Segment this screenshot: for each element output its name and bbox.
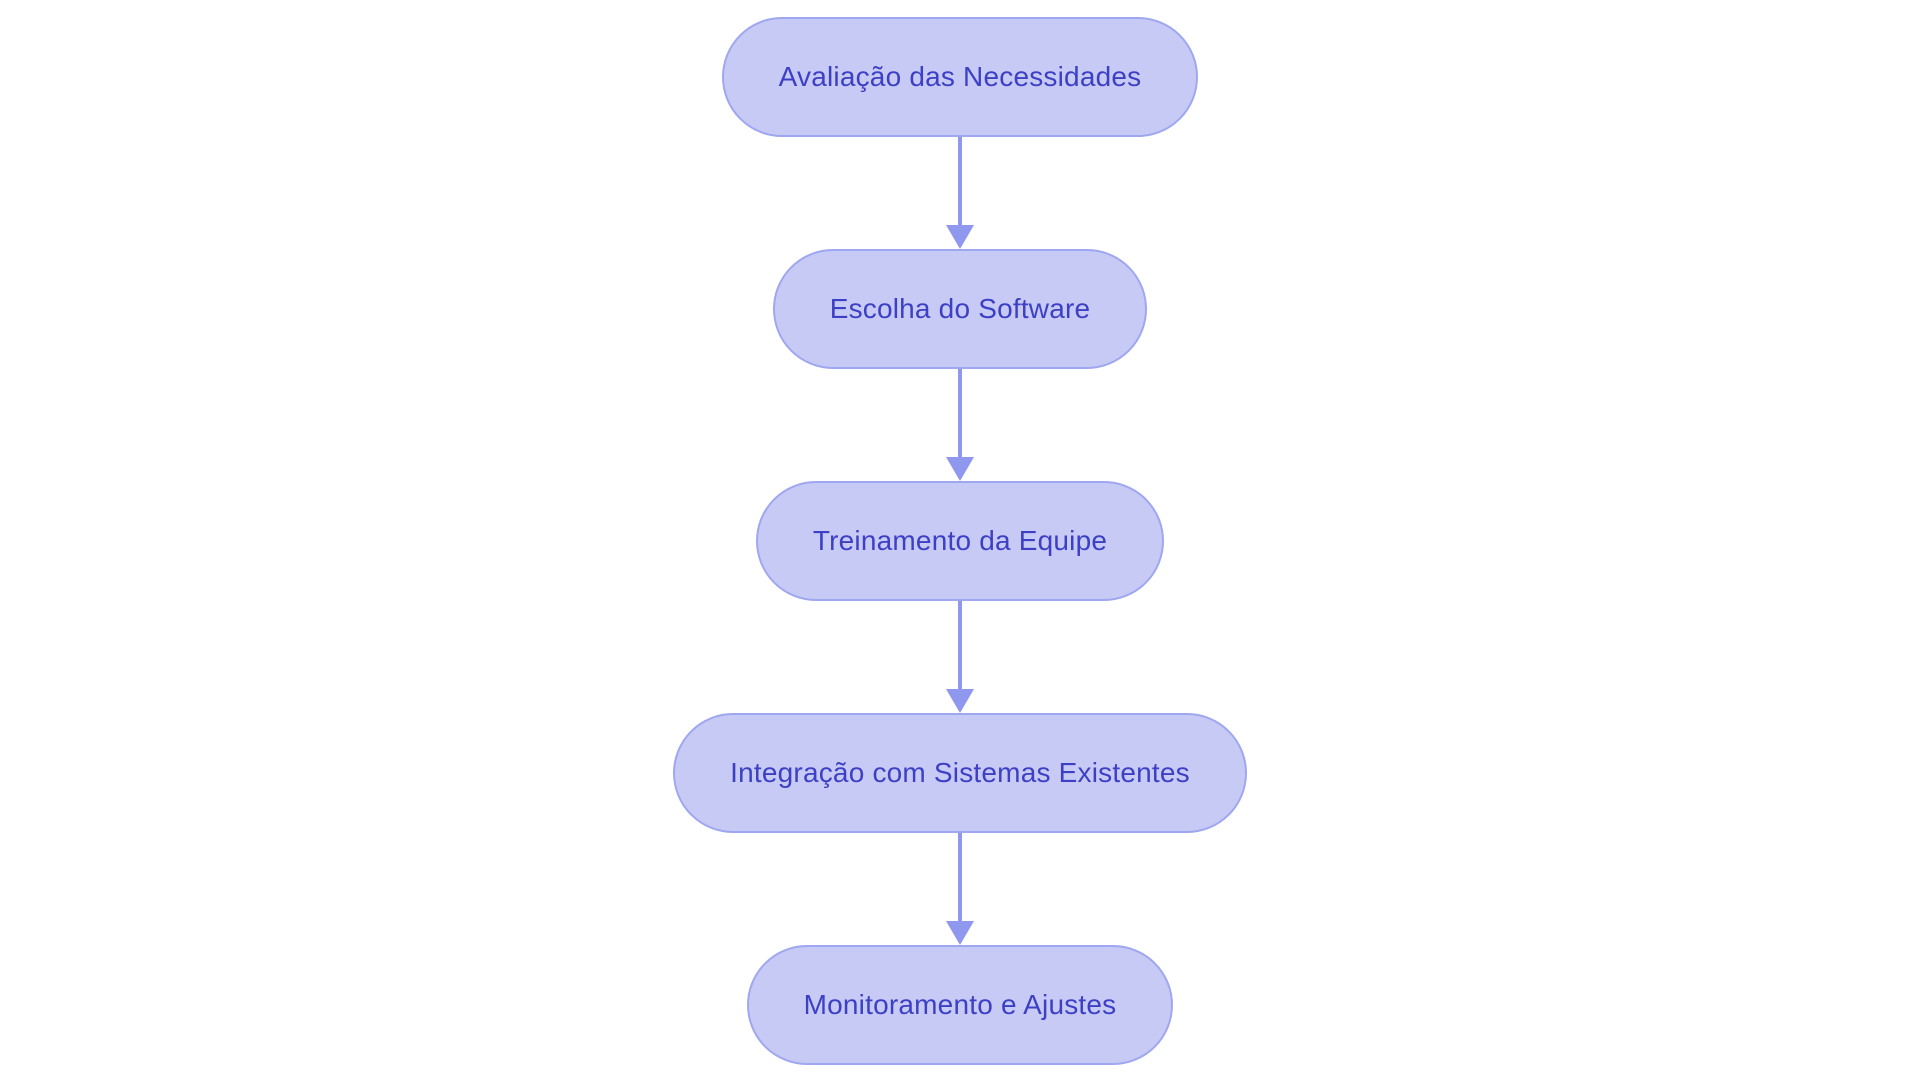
arrow-down-icon xyxy=(946,457,974,481)
flow-node-label: Escolha do Software xyxy=(829,293,1091,324)
flow-node-treinamento-da-equipe: Treinamento da Equipe xyxy=(755,481,1165,601)
flow-node-label: Monitoramento e Ajustes xyxy=(803,989,1117,1020)
arrow-line xyxy=(958,369,962,457)
arrow-down-icon xyxy=(946,921,974,945)
flow-edge-3-4 xyxy=(946,601,974,713)
flow-node-escolha-do-software: Escolha do Software xyxy=(772,249,1148,369)
flow-edge-1-2 xyxy=(946,137,974,249)
flow-node-label: Avaliação das Necessidades xyxy=(778,61,1142,92)
flow-node-avaliacao-das-necessidades: Avaliação das Necessidades xyxy=(721,17,1199,137)
flow-node-integracao-com-sistemas-existentes: Integração com Sistemas Existentes xyxy=(673,713,1247,833)
flow-node-label: Treinamento da Equipe xyxy=(812,525,1108,556)
flow-edge-4-5 xyxy=(946,833,974,945)
flow-node-monitoramento-e-ajustes: Monitoramento e Ajustes xyxy=(746,945,1174,1065)
flow-edge-2-3 xyxy=(946,369,974,481)
flow-node-label: Integração com Sistemas Existentes xyxy=(730,757,1190,788)
arrow-down-icon xyxy=(946,225,974,249)
arrow-line xyxy=(958,833,962,921)
arrow-down-icon xyxy=(946,689,974,713)
arrow-line xyxy=(958,137,962,225)
arrow-line xyxy=(958,601,962,689)
